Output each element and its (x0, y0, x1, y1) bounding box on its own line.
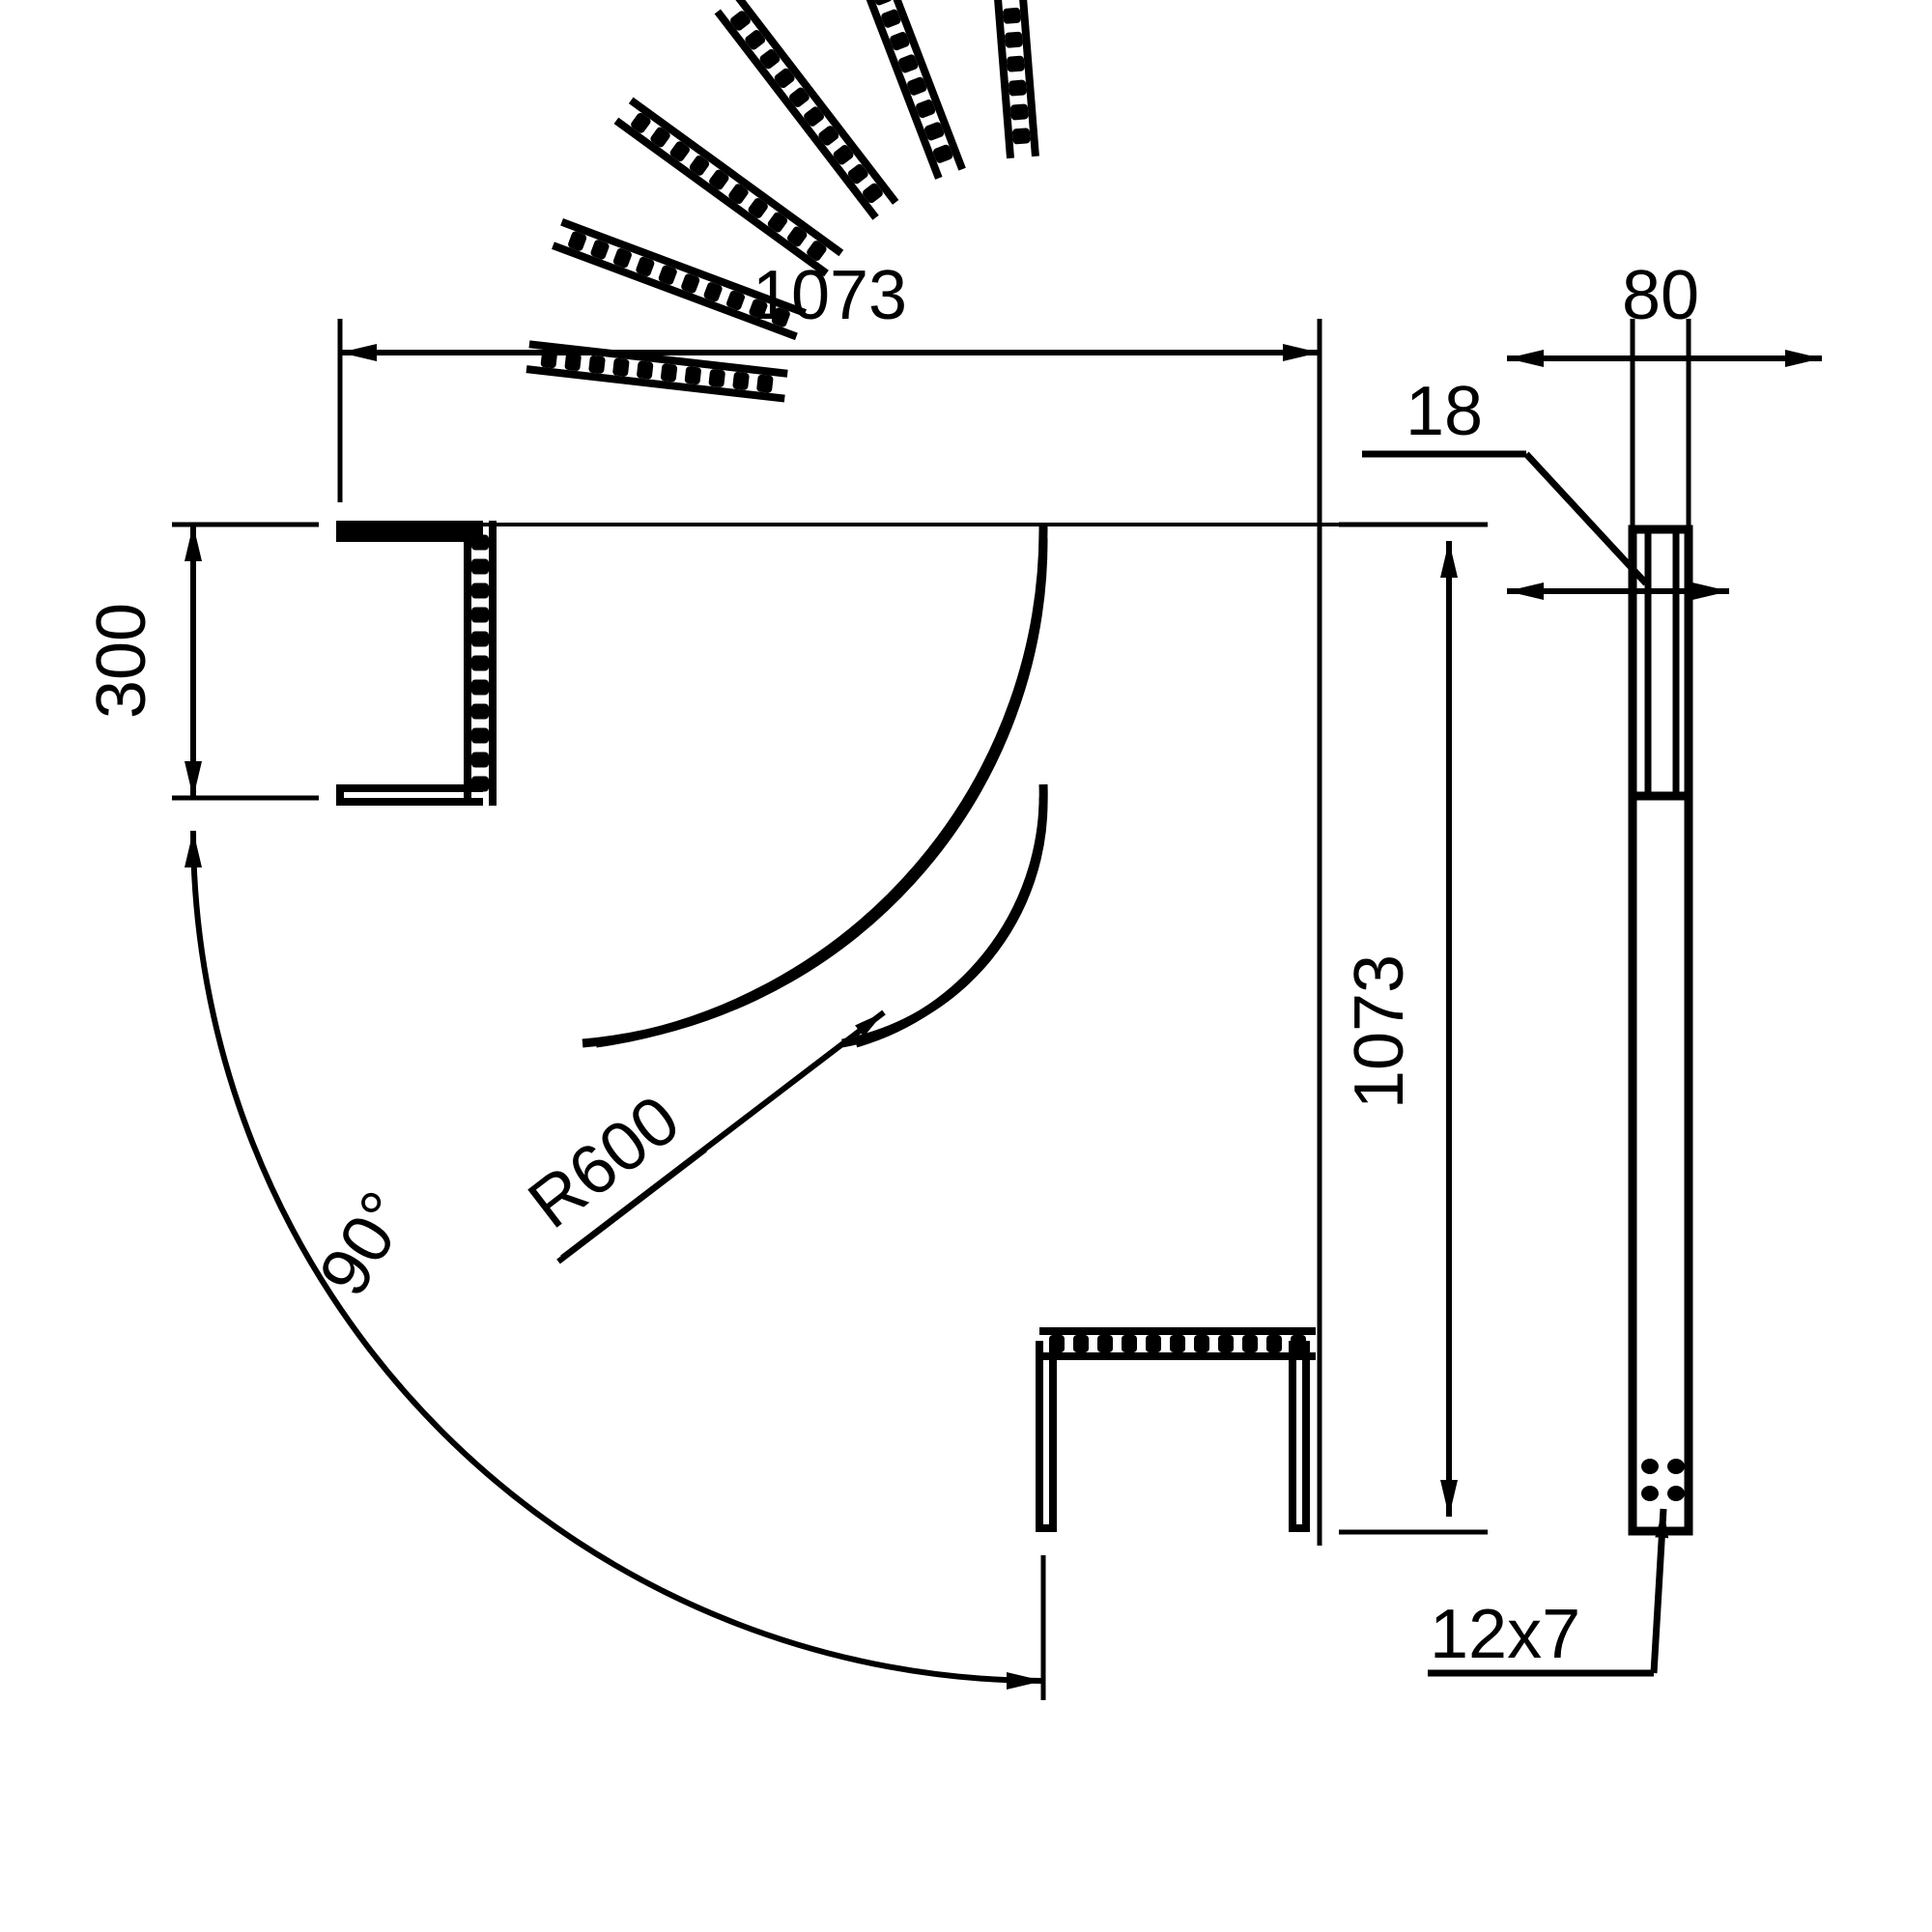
bottom-leg-outer-rail (1289, 1341, 1310, 1532)
callout-label-hole-pattern: 12x7 (1430, 1596, 1580, 1673)
dimension-top-width: 1073 (337, 257, 1322, 502)
dimension-label-side-thickness: 18 (1406, 373, 1483, 450)
ladder-rung-4 (714, 0, 899, 220)
ladder-rung-bottom-straight (1039, 1327, 1316, 1360)
dimension-side-depth: 80 (1507, 257, 1822, 541)
ladder-rung-left-straight (464, 521, 497, 806)
dimension-label-bend-angle: 90° (304, 1179, 425, 1309)
side-view (1628, 525, 1693, 1536)
dimension-label-top-width: 1073 (753, 257, 907, 334)
side-view-holes (1641, 1459, 1685, 1501)
dimension-side-thickness: 18 (1362, 373, 1729, 600)
dimension-label-side-depth: 80 (1622, 257, 1699, 334)
dimension-label-right-height: 1073 (1341, 954, 1418, 1109)
dimension-bend-radius: R600 (515, 1009, 886, 1264)
ladder-rung-2 (552, 218, 807, 341)
dimension-ladder-width: 300 (83, 522, 319, 801)
callout-hole-pattern: 12x7 (1428, 1508, 1669, 1677)
ladder-rung-3 (613, 97, 844, 277)
dimension-bend-angle: 90° (185, 830, 1046, 1700)
bottom-leg-inner-rail (1036, 1341, 1057, 1532)
ladder-rung-6 (985, 0, 1039, 159)
ladder-rung-1 (526, 340, 788, 403)
left-leg-inner-rail (336, 784, 483, 806)
dimension-right-height: 1073 (1339, 522, 1488, 1535)
dimension-label-ladder-width: 300 (83, 603, 160, 719)
dimension-label-bend-radius: R600 (515, 1081, 694, 1243)
ladder-rung-5 (841, 0, 966, 180)
plan-view (336, 521, 1310, 1532)
